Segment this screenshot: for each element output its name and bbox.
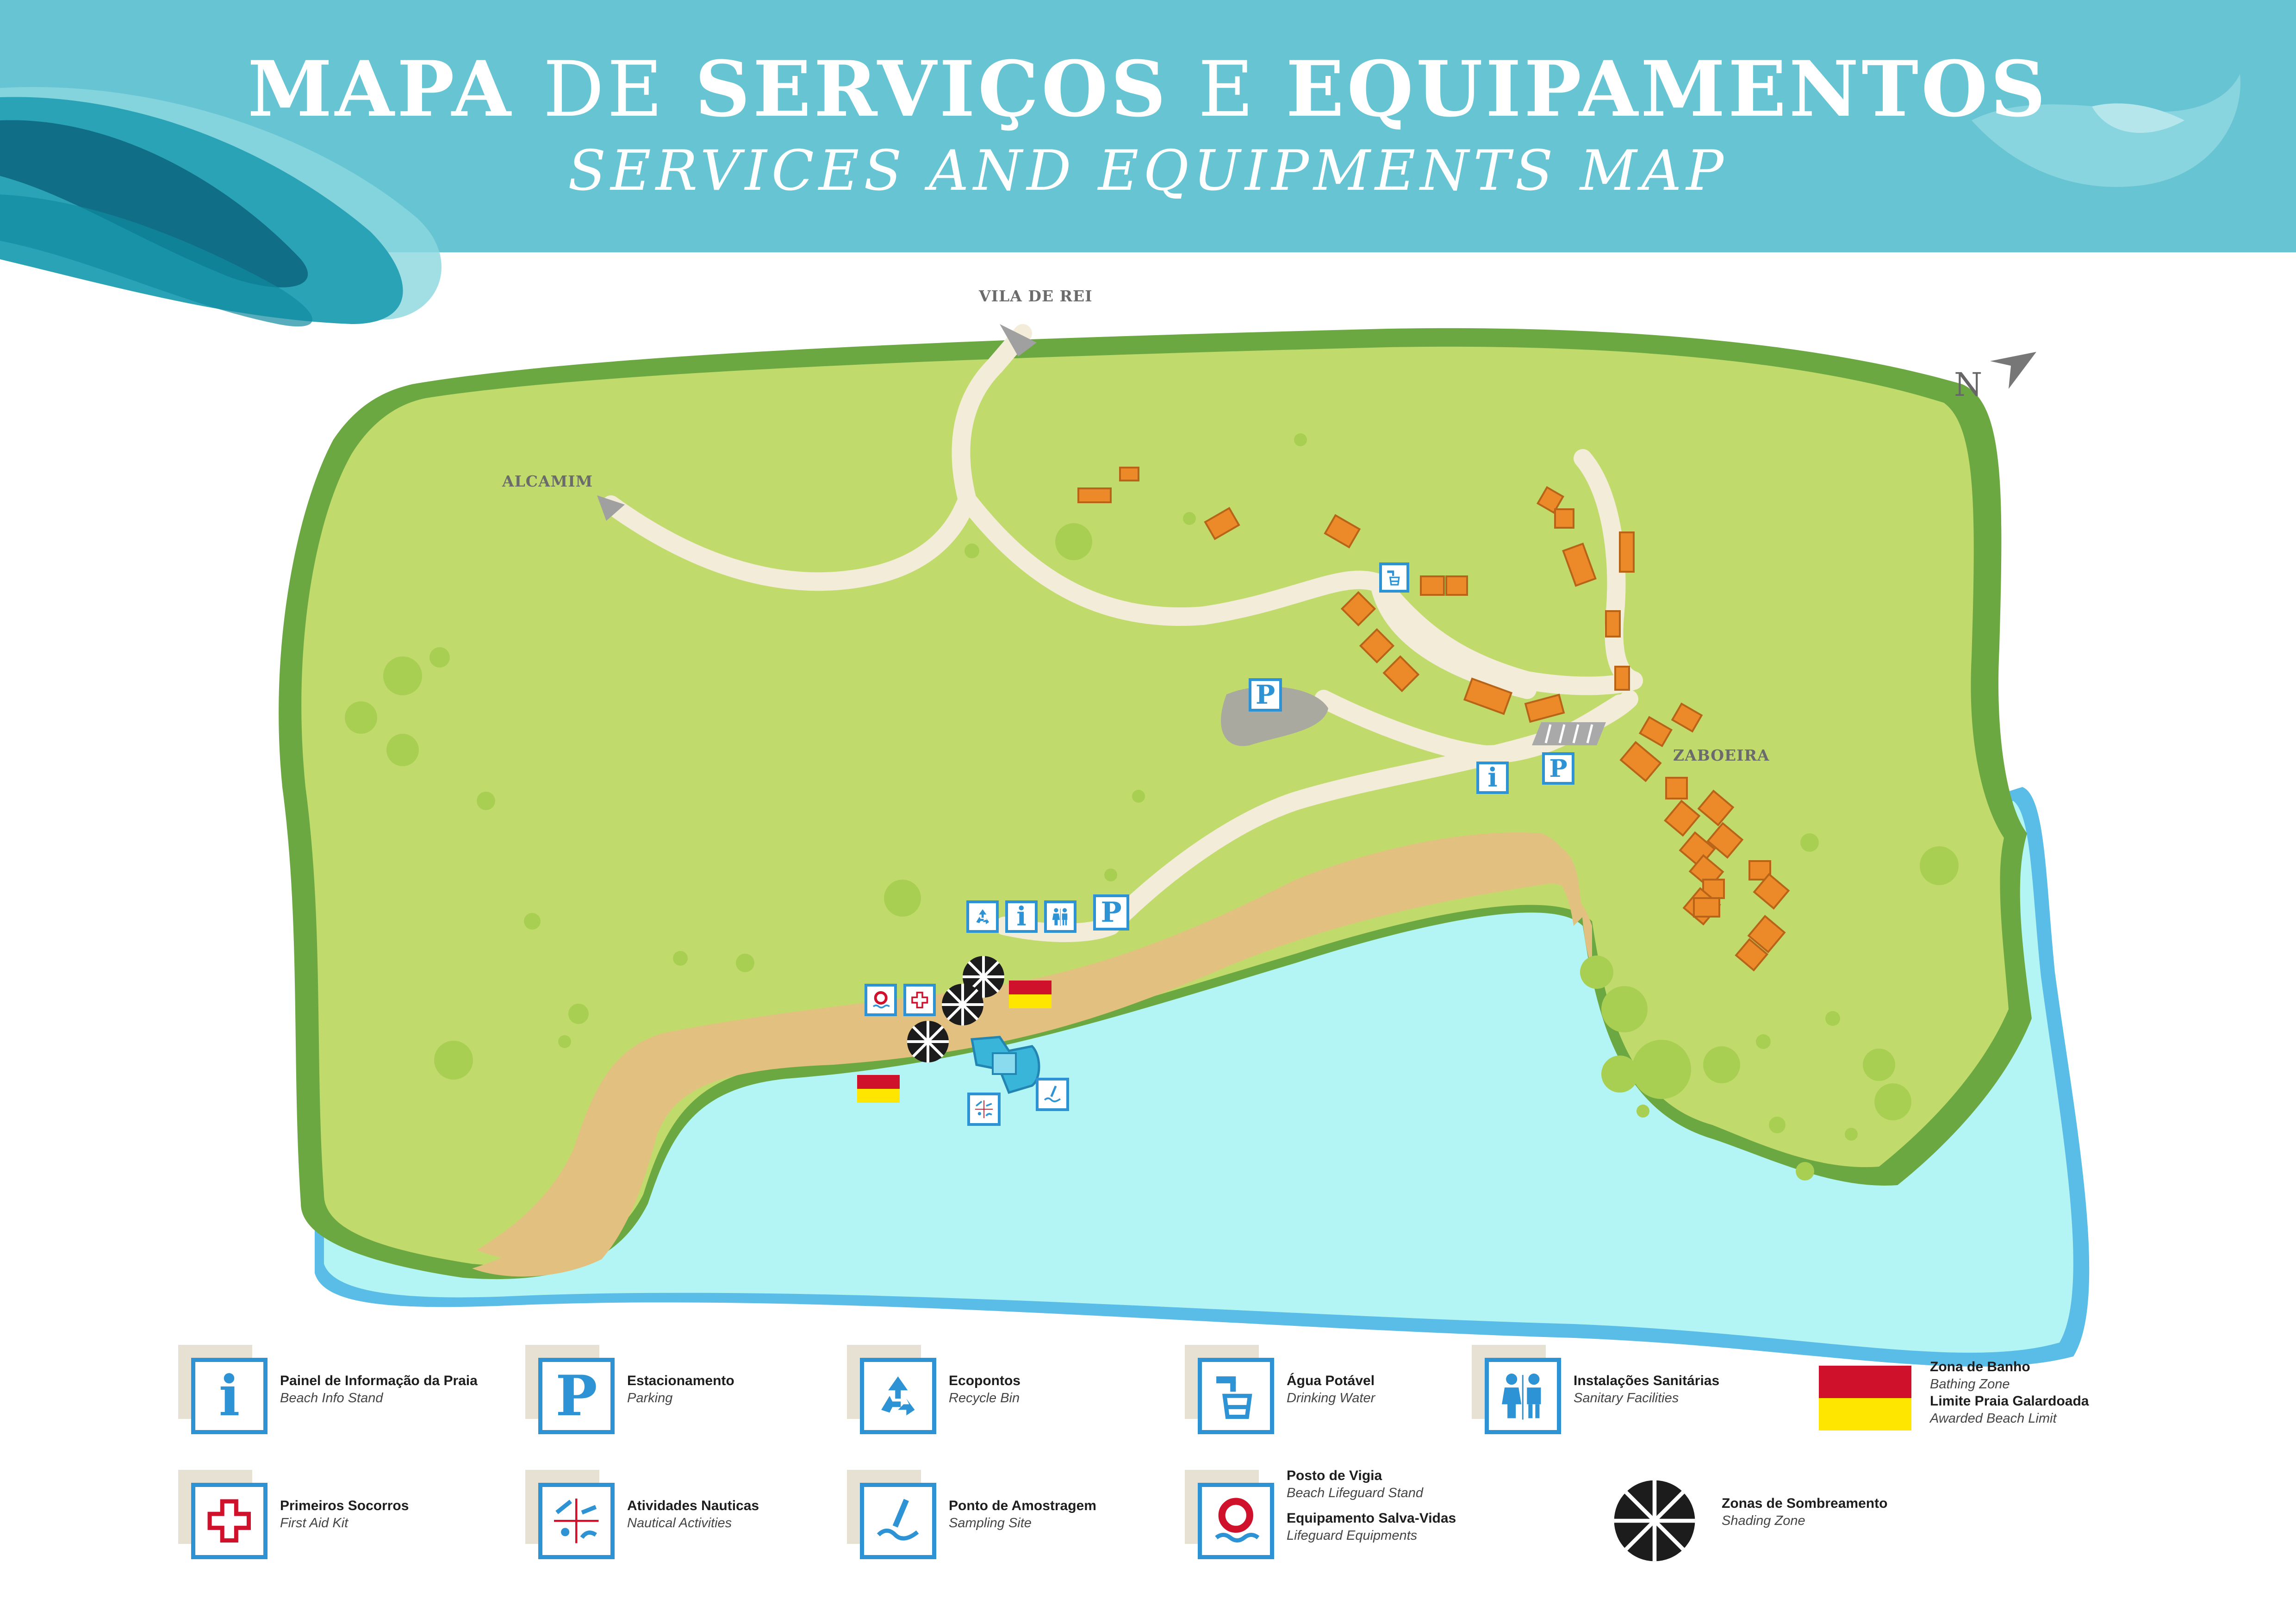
houses <box>1077 467 1790 972</box>
sampling-icon[interactable] <box>1036 1078 1069 1111</box>
info-icon: i <box>191 1358 268 1434</box>
umbrella-markers <box>907 956 1004 1062</box>
lifeguard-icon[interactable] <box>865 984 897 1016</box>
bathing-zone-flag <box>1009 981 1052 1008</box>
page-subtitle: SERVICES AND EQUIPMENTS MAP <box>567 139 1729 203</box>
nautical-icon[interactable] <box>967 1093 1001 1126</box>
info-icon[interactable]: i <box>1476 762 1509 794</box>
flag-icon <box>1819 1366 1911 1430</box>
drinking-water-icon[interactable] <box>1379 562 1409 593</box>
parking-lot <box>1221 687 1328 746</box>
toilets-icon[interactable] <box>1044 900 1076 933</box>
header-wave-right-2 <box>2092 103 2184 133</box>
header-wave-dark <box>0 120 308 287</box>
first-aid-icon[interactable] <box>903 984 936 1016</box>
parking-icon[interactable]: P <box>1249 678 1282 712</box>
trees <box>345 433 1959 1181</box>
place-label-vila-de-rei: VILA DE REI <box>979 287 1093 305</box>
drinking-water-icon <box>1198 1358 1274 1434</box>
arrow-alcamim <box>597 495 625 521</box>
lifeguard-icon <box>1198 1483 1274 1559</box>
nautical-icon <box>538 1483 615 1559</box>
recycle-icon[interactable] <box>966 900 999 933</box>
first-aid-icon <box>191 1483 268 1559</box>
sampling-icon <box>860 1483 936 1559</box>
place-label-zaboeira: ZABOEIRA <box>1673 746 1770 764</box>
umbrella-icon <box>1614 1480 1695 1562</box>
parking-icon[interactable]: P <box>1093 894 1129 931</box>
beach-sand-2 <box>477 832 1583 1261</box>
parking-lines <box>1544 724 1593 743</box>
page-title: MAPA DE SERVIÇOS E EQUIPAMENTOS <box>248 44 2048 134</box>
north-arrow-icon <box>1990 352 2036 389</box>
bathing-zone-flag <box>857 1075 900 1103</box>
parking-icon: P <box>538 1358 615 1434</box>
parking-lot-2 <box>1532 722 1606 745</box>
place-label-alcamim: ALCAMIM <box>502 472 593 490</box>
info-icon[interactable]: i <box>1005 900 1038 933</box>
toilets-icon <box>1485 1358 1561 1434</box>
recycle-icon <box>860 1358 936 1434</box>
arrow-vila-de-rei <box>1000 324 1037 356</box>
header-wave-right <box>1972 74 2240 187</box>
header-wave-dark-2 <box>0 194 312 327</box>
parking-icon[interactable]: P <box>1542 752 1574 785</box>
north-label: N <box>1954 366 1983 404</box>
